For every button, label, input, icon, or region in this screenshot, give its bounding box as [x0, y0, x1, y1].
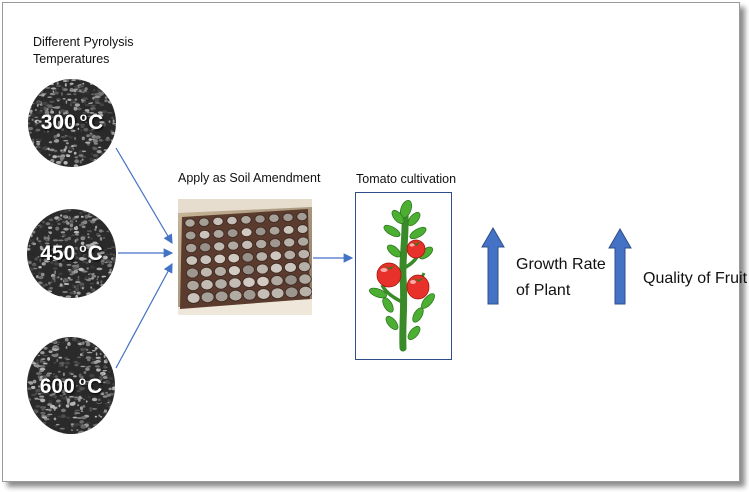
fruit-quality-label: Quality of Fruit [643, 270, 748, 287]
tomato-plant-icon [369, 199, 435, 352]
growth-rate-label: Growth Rate of Plant [516, 256, 606, 299]
tomato-plant-box [355, 192, 452, 360]
seedling-tray-image [178, 199, 312, 315]
apply-soil-amendment-label: Apply as Soil Amendment [178, 171, 321, 185]
tomato-cultivation-label: Tomato cultivation [356, 172, 457, 186]
pyrolysis-temperatures-heading: Different Pyrolysis Temperatures [33, 35, 134, 66]
